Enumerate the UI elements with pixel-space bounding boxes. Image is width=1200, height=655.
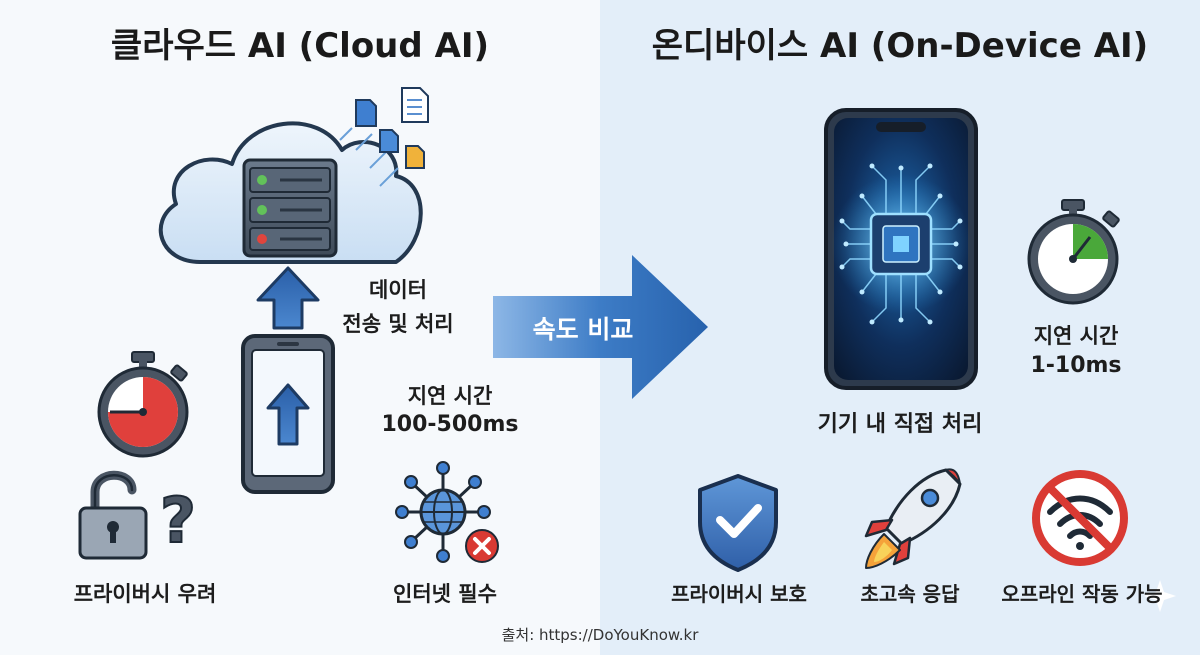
- privacy-concern-label: 프라이버시 우려: [73, 582, 217, 606]
- server-icon: [242, 158, 338, 258]
- direct-processing-label: 기기 내 직접 처리: [817, 412, 983, 437]
- stopwatch-fast-icon: [1027, 199, 1120, 305]
- fast-response-label: 초고속 응답: [860, 582, 960, 606]
- data-transfer-label-line1: 데이터: [369, 278, 427, 302]
- data-transfer-label-line2: 전송 및 처리: [342, 312, 454, 336]
- no-wifi-icon: [1032, 470, 1128, 566]
- no-connection-x-icon: [465, 529, 499, 563]
- speed-compare-label: 속도 비교: [532, 315, 634, 344]
- cloud-latency-label: 지연 시간: [407, 384, 493, 408]
- device-latency-label: 지연 시간: [1033, 324, 1119, 348]
- privacy-protection-label: 프라이버시 보호: [671, 582, 807, 606]
- speed-compare-arrow: [493, 255, 708, 399]
- question-mark-icon: ?: [159, 483, 197, 558]
- internet-required-label: 인터넷 필수: [393, 582, 497, 606]
- device-latency-value: 1-10ms: [1030, 353, 1122, 378]
- smartphone-icon: [241, 334, 335, 494]
- rocket-icon: [864, 468, 962, 569]
- network-globe-icon: [395, 461, 491, 563]
- source-credit: 출처: https://DoYouKnow.kr: [501, 626, 699, 644]
- on-device-ai-title: 온디바이스 AI (On-Device AI): [651, 26, 1149, 66]
- cloud-ai-title: 클라우드 AI (Cloud AI): [110, 26, 490, 66]
- offline-operation-label: 오프라인 작동 가능: [1001, 582, 1163, 606]
- svg-text:?: ?: [160, 484, 196, 557]
- smartphone-chip-icon: [824, 108, 978, 390]
- stopwatch-slow-icon: [97, 351, 189, 458]
- cloud-latency-value: 100-500ms: [381, 412, 519, 437]
- unlocked-padlock-icon: [78, 470, 148, 560]
- shield-check-icon: [698, 474, 778, 572]
- sparkle-icon: [1144, 580, 1176, 612]
- upload-arrow-icon: [256, 266, 320, 330]
- data-documents-icon: [339, 87, 429, 187]
